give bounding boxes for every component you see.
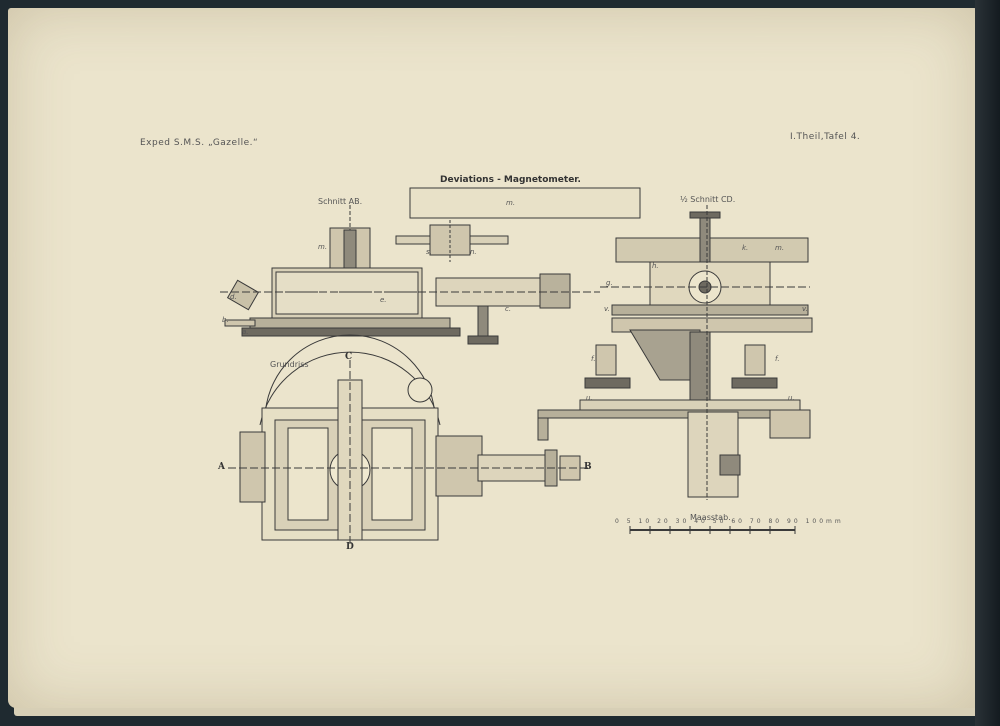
book-spine xyxy=(975,0,1000,726)
part-c-tube: c. xyxy=(505,305,512,313)
part-s: s. xyxy=(426,248,432,256)
section-ab-drawing xyxy=(220,187,641,345)
scale-label: Maasstab. xyxy=(690,513,731,522)
part-v-left: v. xyxy=(604,305,610,313)
part-u-left: u. xyxy=(586,394,593,402)
plan-label: Grundriss xyxy=(270,360,309,369)
header-left: Exped S.M.S. „Gazelle.“ xyxy=(140,138,259,148)
part-g: g. xyxy=(606,279,613,287)
plate-page xyxy=(8,8,976,708)
scale-ticks: 0 5 10 20 30 40 50 60 70 80 90 100mm xyxy=(615,518,844,525)
plate-title: Deviations - Magnetometer. xyxy=(440,175,581,185)
point-a: A xyxy=(218,462,225,472)
scale-bar xyxy=(629,526,796,534)
part-m-left: m. xyxy=(318,243,328,251)
part-n: n. xyxy=(470,248,477,256)
point-b: B xyxy=(584,462,592,472)
point-d: D xyxy=(346,542,354,552)
part-e: e. xyxy=(380,296,387,304)
part-v-right: v. xyxy=(802,305,808,313)
part-f-right: f. xyxy=(775,355,780,363)
part-f-left: f. xyxy=(591,355,596,363)
part-k: k. xyxy=(742,244,749,252)
part-h: h. xyxy=(652,262,659,270)
part-a-left: a. xyxy=(242,328,249,336)
header-right: I.Theil,Tafel 4. xyxy=(790,132,861,142)
point-c: C xyxy=(345,352,353,362)
part-u-right: u. xyxy=(788,394,795,402)
section-cd-label: ½ Schnitt CD. xyxy=(680,195,736,204)
section-cd-drawing xyxy=(537,205,813,500)
part-m-right: m. xyxy=(775,244,785,252)
part-m-top: m. xyxy=(506,199,516,207)
plan-drawing xyxy=(228,334,590,545)
part-d-mirror: d. xyxy=(230,293,237,301)
part-b-left: b. xyxy=(222,316,229,324)
section-ab-label: Schnitt AB. xyxy=(318,197,363,206)
